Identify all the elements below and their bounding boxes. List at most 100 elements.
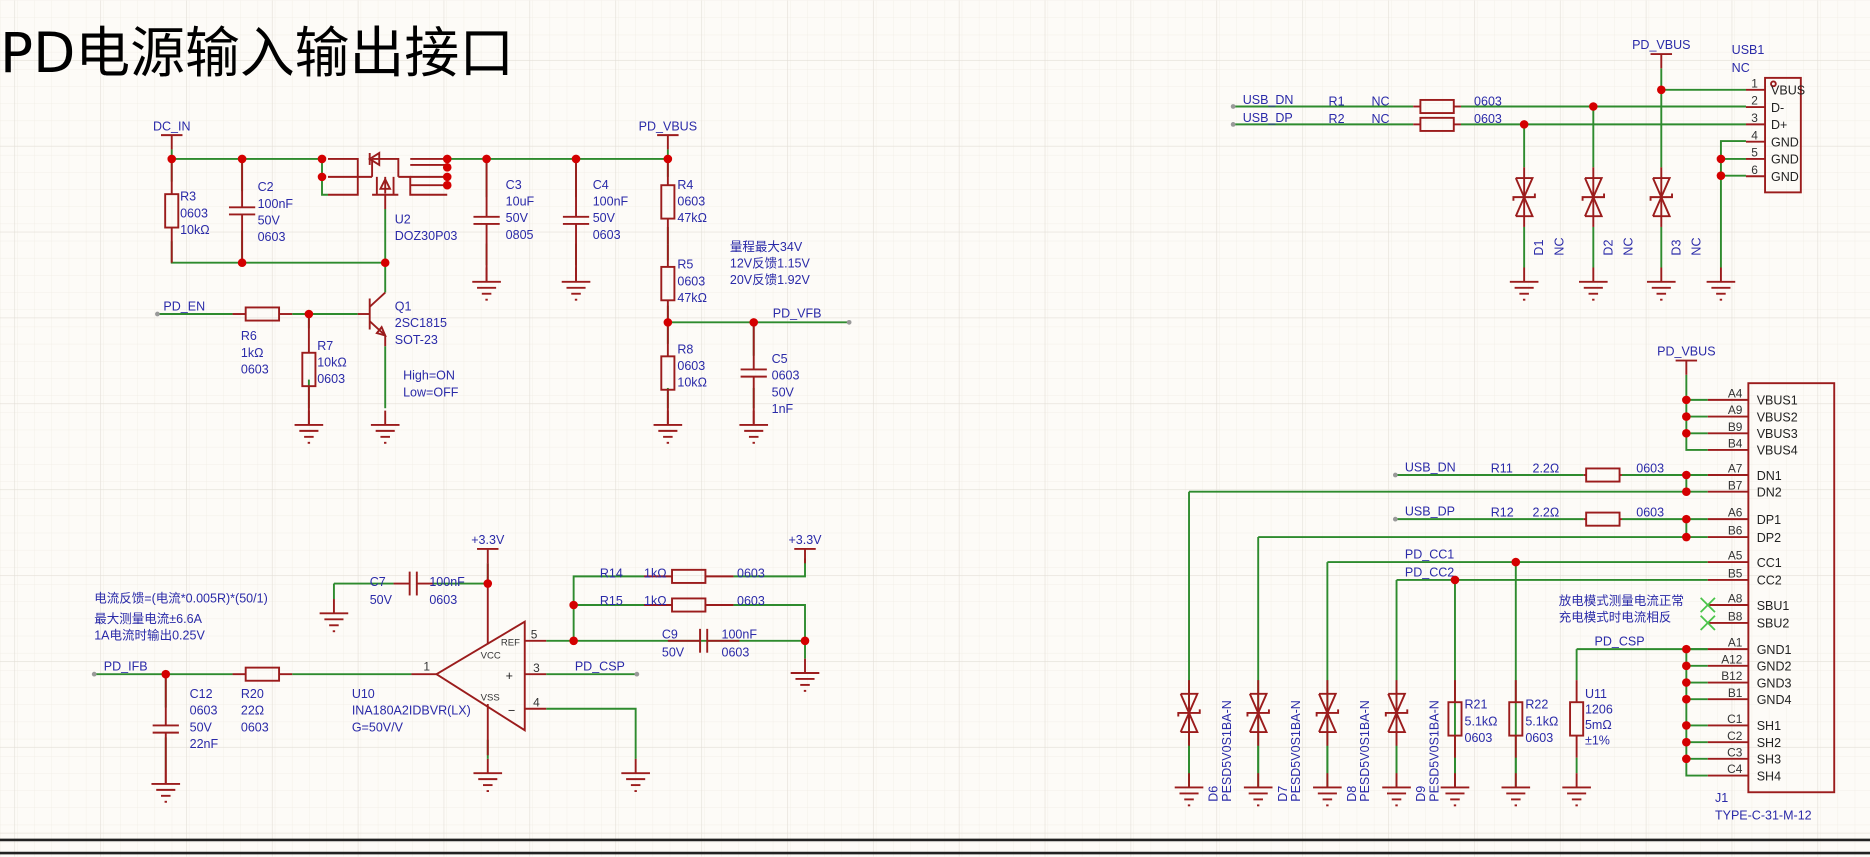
component-label-r12: 0603 [1636, 506, 1664, 520]
component-label-d3: NC [1690, 237, 1704, 255]
j1-pin-number: C1 [1727, 712, 1743, 726]
component-label-c4: 100nF [593, 194, 629, 208]
net-label-usb-dn: USB_DN [1243, 93, 1294, 107]
no-connect-icon [1700, 597, 1716, 613]
component-label-c4: 0603 [593, 228, 621, 242]
junctions [91, 85, 1726, 764]
component-label-d7: PESD5V0S1BA-N [1289, 700, 1303, 802]
j1-pin-name: SH2 [1757, 736, 1781, 750]
tvs-diode-icon [1177, 709, 1201, 717]
note-q1-logic: High=ON [403, 369, 455, 383]
j1-pin-name: SBU1 [1757, 599, 1790, 613]
component-label-r1: R1 [1329, 94, 1345, 108]
junction-dot [569, 636, 578, 646]
pin-number: 4 [533, 695, 540, 709]
wire[interactable] [321, 158, 328, 196]
junction-dot [442, 172, 452, 182]
component-label-r4: 47kΩ [677, 211, 707, 225]
usb1-pin-number: 2 [1751, 94, 1758, 108]
j1-pin-name: SH1 [1757, 719, 1781, 733]
component-label-usb1: NC [1732, 61, 1750, 75]
sheet-title: PD电源输入输出接口 [0, 21, 514, 85]
j1-pin-name: DP2 [1757, 531, 1781, 545]
junction-dot [1511, 557, 1521, 567]
power-net-label: +3.3V [788, 533, 822, 547]
tvs-diode-icon [1315, 709, 1340, 717]
component-label-r6: 1kΩ [241, 346, 264, 360]
component-label-q1: SOT-23 [395, 333, 438, 347]
junction-dot [1716, 171, 1726, 180]
usb1-pin-name: D+ [1771, 118, 1787, 132]
component-label-c12: 22nF [190, 737, 219, 751]
net-label-usb-dp: USB_DP [1243, 111, 1293, 125]
j1-pin-number: C3 [1727, 745, 1743, 759]
j1-pin-name: GND2 [1757, 660, 1792, 674]
component-label-d8: PESD5V0S1BA-N [1358, 700, 1372, 802]
net-port[interactable] [1230, 122, 1236, 127]
symbols [151, 53, 1836, 807]
component-label-r20: R20 [241, 687, 264, 701]
component-label-r14: 0603 [737, 567, 765, 581]
component-label-u11: 5mΩ [1585, 718, 1612, 732]
junction-dot [237, 258, 247, 268]
junction-dot [571, 154, 581, 164]
component-label-d1: D1 [1532, 240, 1546, 256]
component-label-c5: C5 [772, 352, 788, 366]
component-label-r1: NC [1371, 94, 1389, 108]
component-label-c12: 50V [190, 720, 213, 734]
wire[interactable] [733, 604, 806, 641]
pin-name-vcc: VCC [481, 651, 501, 662]
component-label-u11: U11 [1585, 687, 1607, 701]
junction-dot [317, 154, 327, 164]
j1-pin-name: DN1 [1757, 469, 1782, 483]
j1-pin-number: B7 [1728, 478, 1743, 492]
net-label-pd-en: PD_EN [163, 299, 205, 313]
component-label-r4: R4 [677, 178, 693, 192]
component-label-r15: 1kΩ [644, 594, 667, 608]
component-label-r7: 0603 [317, 372, 345, 386]
j1-pin-name: VBUS4 [1757, 444, 1798, 458]
component-label-r5: 0603 [677, 274, 705, 288]
component-label-r20: 22Ω [241, 704, 264, 718]
component-label-r20: 0603 [241, 720, 269, 734]
wire[interactable] [1685, 649, 1708, 777]
j1-pin-number: A12 [1721, 652, 1743, 666]
component-label-r12: 2.2Ω [1532, 506, 1559, 520]
wire[interactable] [733, 558, 806, 578]
j1-pin-name: VBUS3 [1757, 427, 1798, 441]
junction-dot [161, 669, 171, 679]
junction-dot [1682, 395, 1691, 405]
wire[interactable] [1719, 140, 1746, 268]
net-port[interactable] [846, 319, 852, 325]
net-port[interactable] [91, 671, 97, 677]
j1-pin-number: A5 [1728, 549, 1743, 563]
net-port[interactable] [634, 671, 640, 677]
tvs-diode-icon [1652, 194, 1672, 218]
component-label-r12: R12 [1491, 506, 1514, 520]
component-label-c3: 50V [506, 211, 529, 225]
component-label-d7: D7 [1276, 786, 1290, 802]
junction-dot [1450, 575, 1460, 585]
j1-pin-number: A6 [1728, 506, 1743, 520]
component-label-r8: 10kΩ [677, 376, 707, 390]
net-port[interactable] [1392, 516, 1398, 522]
net-port[interactable] [155, 311, 160, 317]
body-diode-icon [367, 151, 381, 167]
j1-pin-number: C4 [1727, 762, 1743, 776]
note-ifb: 1A电流时输出0.25V [94, 628, 205, 643]
net-label-usb-dp: USB_DP [1405, 505, 1455, 519]
wire[interactable] [572, 575, 645, 641]
junction-dot [304, 309, 314, 319]
usb1-pin-name: VBUS [1771, 84, 1805, 98]
wire[interactable] [546, 707, 637, 759]
tvs-diode-icon [1584, 177, 1604, 200]
pin-number: 1 [423, 660, 430, 674]
component-label-j1: J1 [1715, 791, 1728, 805]
net-port[interactable] [1392, 472, 1398, 478]
component-label-r15: R15 [600, 594, 623, 608]
component-label-usb1: USB1 [1732, 43, 1765, 57]
net-port[interactable] [1230, 104, 1236, 109]
usb1-pin-number: 6 [1751, 163, 1758, 177]
j1-pin-name: GND1 [1757, 643, 1792, 657]
power-net-label: DC_IN [153, 119, 191, 133]
